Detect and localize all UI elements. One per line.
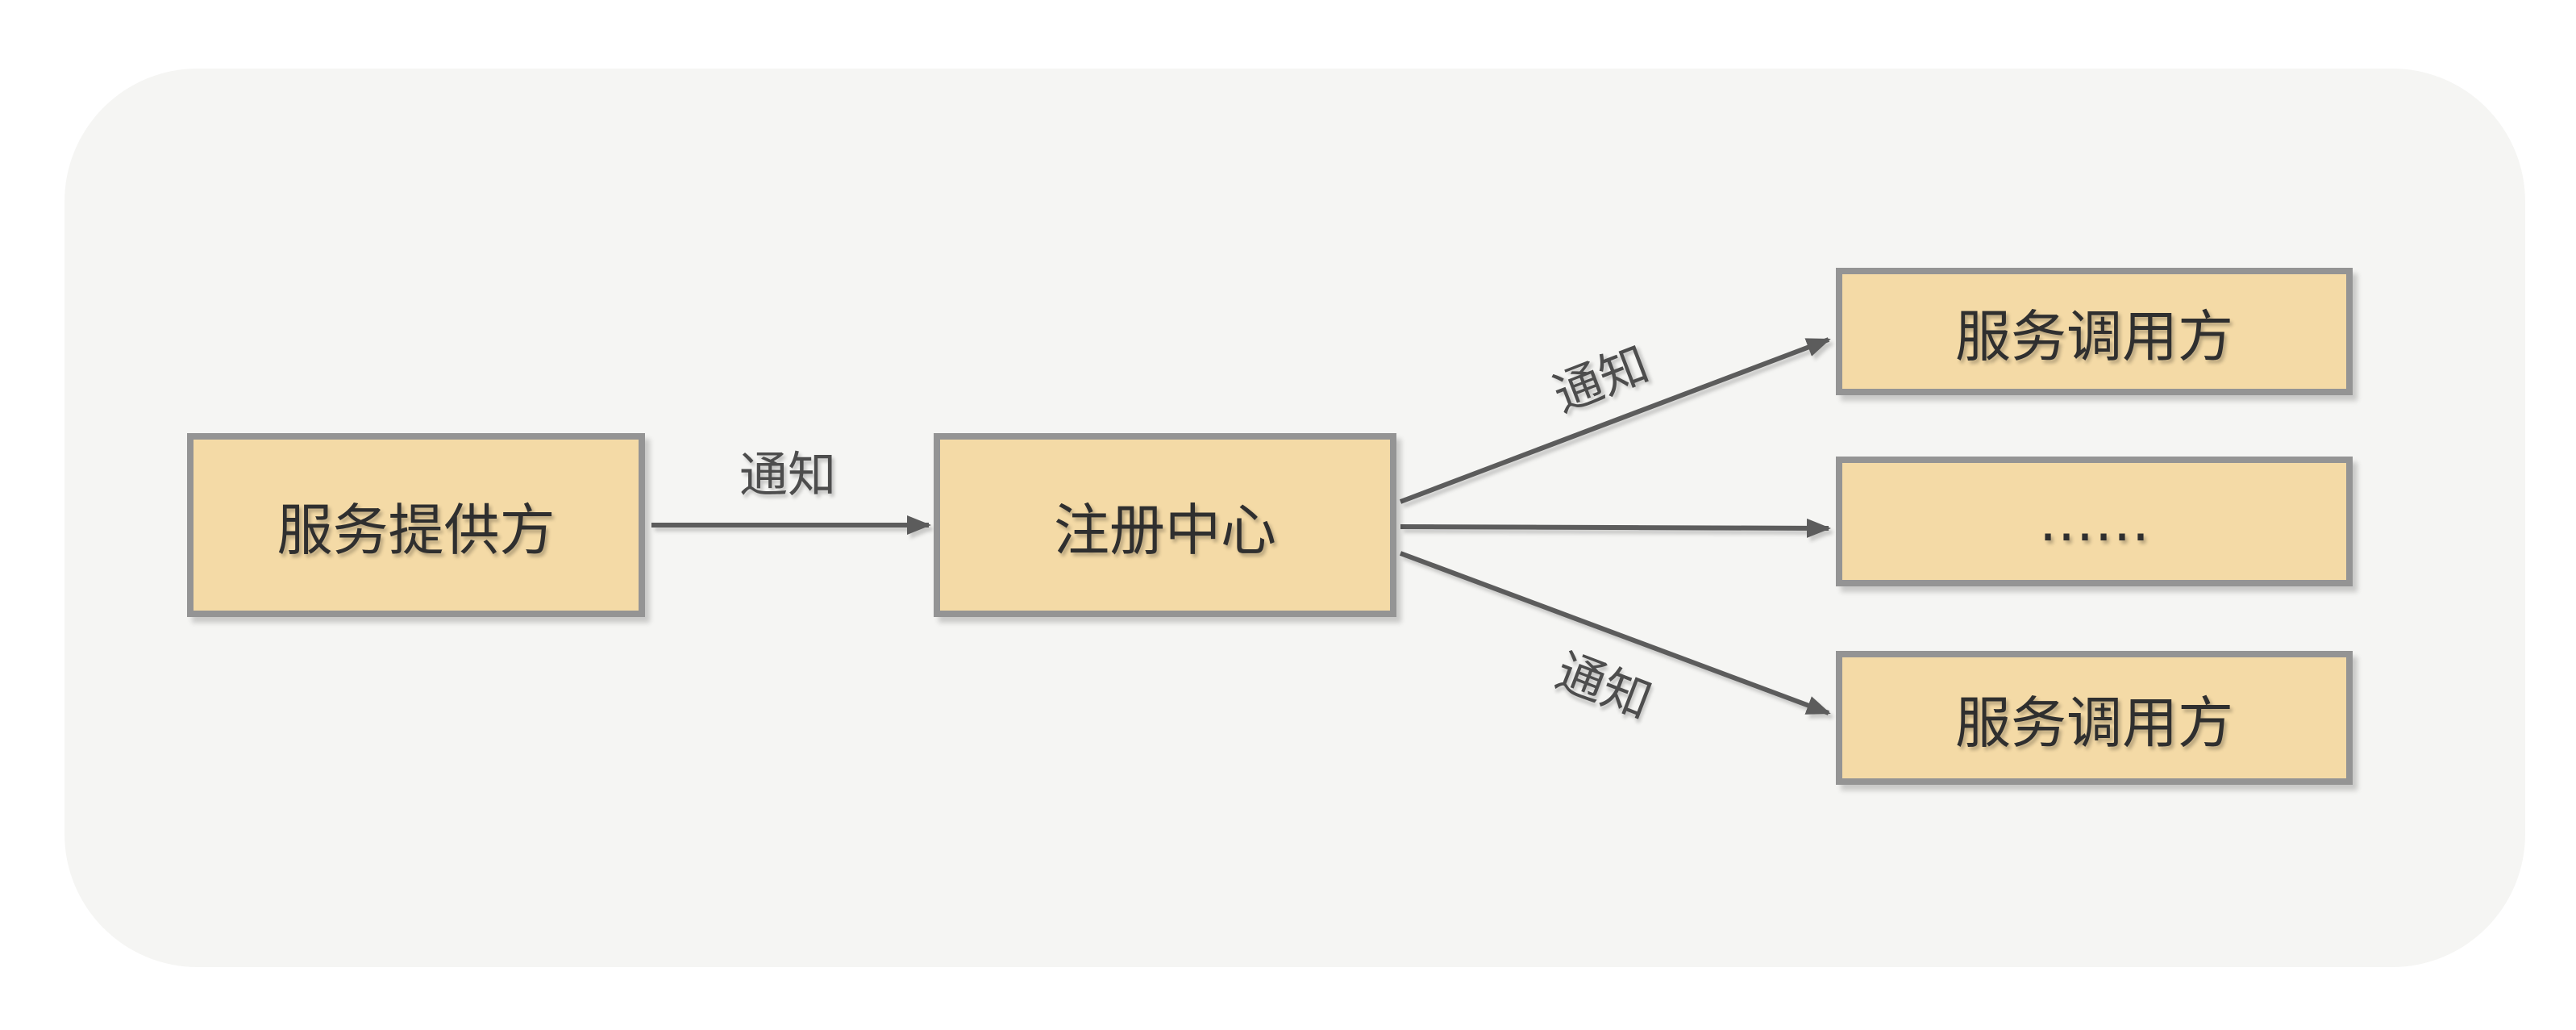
node-service-provider: 服务提供方 — [187, 433, 645, 617]
node-registry-center: 注册中心 — [934, 433, 1396, 617]
node-service-provider-label: 服务提供方 — [277, 498, 556, 563]
node-registry-center-label: 注册中心 — [1054, 498, 1276, 563]
arrow-registry-to-consumer-1 — [1399, 337, 1831, 504]
arrow-registry-to-consumer-2 — [1399, 551, 1831, 715]
node-ellipsis-label: …… — [2038, 489, 2150, 554]
node-service-consumer-2: 服务调用方 — [1836, 651, 2353, 785]
node-service-consumer-1-label: 服务调用方 — [1955, 305, 2233, 369]
edge-label-notify-provider-registry: 通知 — [739, 447, 836, 504]
node-service-consumer-2-label: 服务调用方 — [1955, 691, 2233, 756]
node-ellipsis: …… — [1836, 457, 2353, 586]
arrow-registry-to-ellipsis — [1400, 518, 1831, 538]
node-service-consumer-1: 服务调用方 — [1836, 268, 2353, 395]
